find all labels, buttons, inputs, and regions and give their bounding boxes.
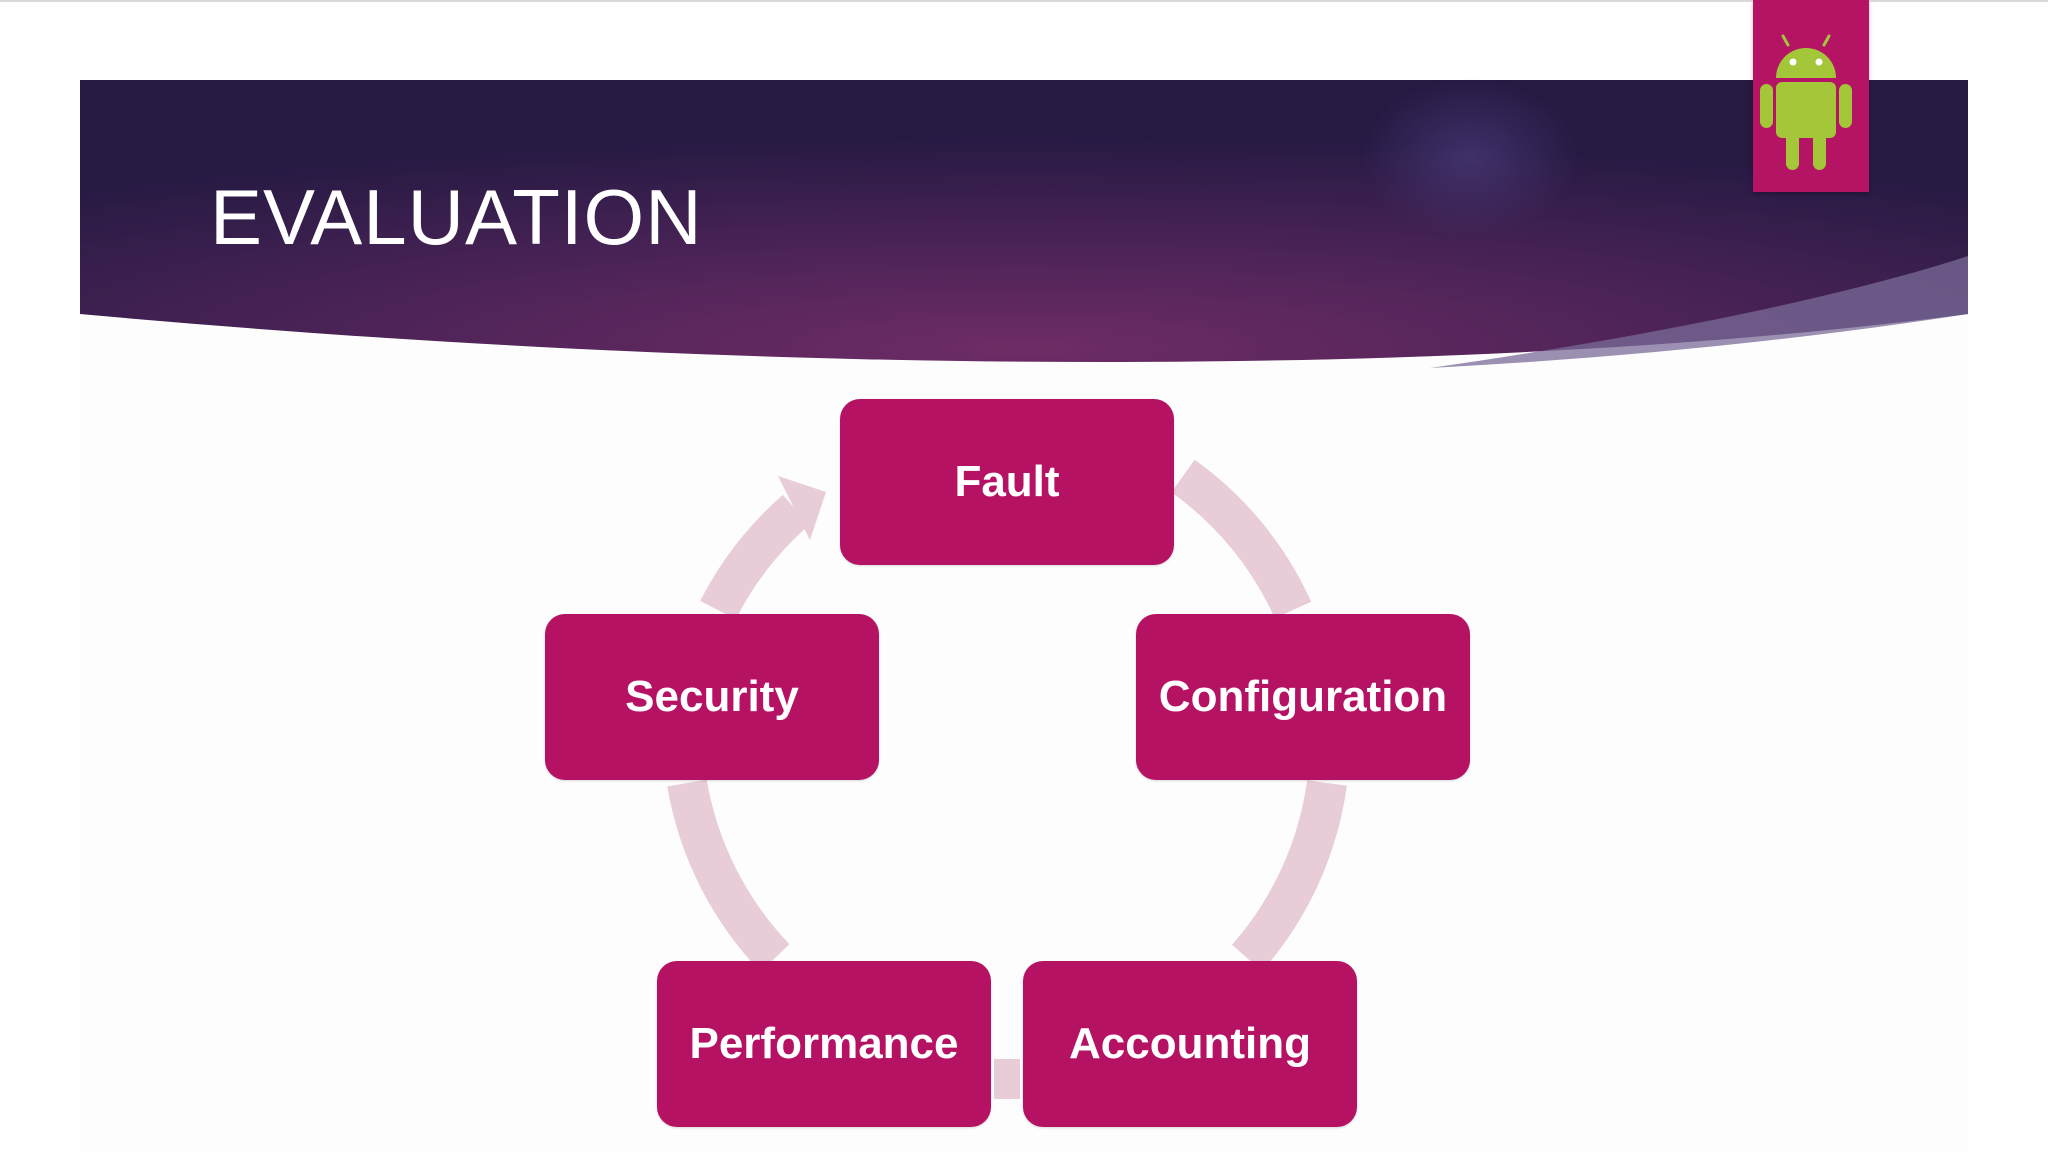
banner-glow — [1360, 78, 1580, 238]
slide-title: EVALUATION — [210, 173, 703, 261]
node-performance-label: Performance — [689, 1019, 959, 1068]
arc-security-fault — [700, 494, 810, 620]
banner-swoosh — [1430, 256, 1968, 368]
node-fault-label: Fault — [954, 457, 1060, 506]
node-security-label: Security — [625, 672, 799, 721]
arc-fault-configuration — [1171, 459, 1312, 619]
connector-accounting-performance — [994, 1059, 1020, 1099]
node-performance: Performance — [657, 961, 991, 1127]
android-badge — [1753, 0, 1869, 192]
node-configuration-label: Configuration — [1158, 672, 1448, 721]
node-configuration: Configuration — [1136, 614, 1470, 780]
top-border — [0, 0, 2048, 2]
android-icon — [1760, 34, 1852, 170]
node-fault: Fault — [840, 399, 1174, 565]
title-banner — [80, 78, 1968, 368]
arc-performance-security — [667, 779, 790, 972]
node-accounting-label: Accounting — [1069, 1019, 1311, 1068]
arrowhead — [778, 476, 826, 540]
node-accounting: Accounting — [1023, 961, 1357, 1127]
arc-configuration-accounting — [1231, 780, 1347, 972]
node-security: Security — [545, 614, 879, 780]
